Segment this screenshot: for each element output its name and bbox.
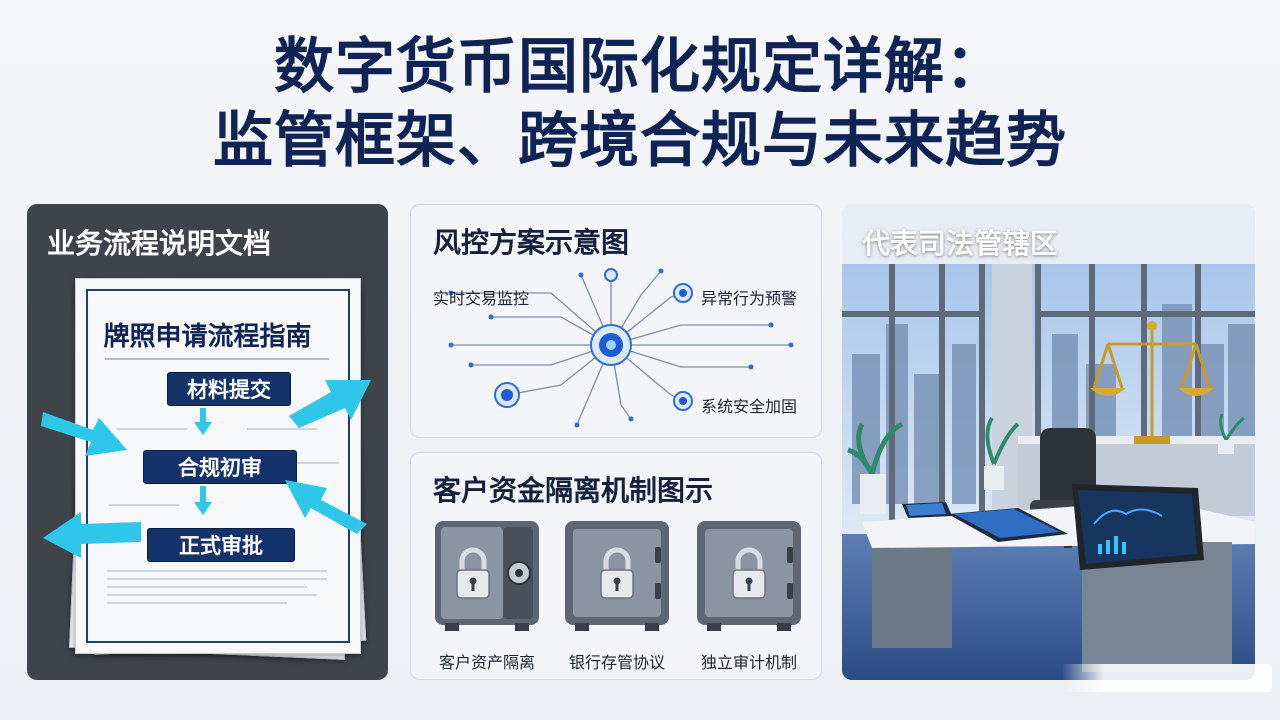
- lock-icon: [732, 547, 766, 599]
- scale-of-justice-icon: [1092, 324, 1212, 440]
- risk-control-panel: 风控方案示意图: [410, 204, 822, 438]
- jurisdiction-panel-title: 代表司法管辖区: [862, 227, 1059, 260]
- tablet-icon: [902, 502, 952, 518]
- arrow-icon: [43, 512, 141, 558]
- safe-icon: [435, 521, 539, 631]
- safe-icon: [697, 521, 801, 631]
- risk-panel-title: 风控方案示意图: [433, 226, 630, 259]
- down-arrow-icon: [194, 502, 212, 515]
- document-title-rule: [105, 358, 329, 360]
- arrow-icon: [289, 380, 371, 428]
- text-line: [107, 586, 307, 588]
- step-formal-approval: 正式审批: [147, 528, 295, 562]
- arrow-icon: [41, 412, 127, 456]
- page-title-line1: 数字货币国际化规定详解：: [274, 32, 1006, 102]
- fund-isolation-panel: 客户资金隔离机制图示: [410, 452, 822, 680]
- arrow-icon: [285, 480, 367, 534]
- text-line: [107, 570, 327, 572]
- lock-icon: [600, 547, 634, 599]
- process-panel-title: 业务流程说明文档: [47, 227, 272, 260]
- circuit-diagram: [448, 268, 794, 428]
- document-title: 牌照申请流程指南: [103, 322, 312, 352]
- process-document-panel: 业务流程说明文档 牌照申请流程指南 材料提交 合规初审 正式审批: [27, 204, 388, 680]
- document-border: [86, 289, 350, 643]
- page-title: 数字货币国际化规定详解： 监管框架、跨境合规与未来趋势: [0, 30, 1280, 178]
- text-line: [107, 578, 327, 580]
- text-line: [109, 504, 179, 506]
- office-scene: [842, 204, 1255, 680]
- jurisdiction-panel: 代表司法管辖区: [842, 204, 1255, 680]
- label-realtime-monitoring: 实时交易监控: [433, 289, 530, 308]
- plant-icon: [847, 421, 904, 514]
- text-line: [297, 462, 339, 464]
- text-line: [107, 594, 317, 596]
- funds-panel-title: 客户资金隔离机制图示: [433, 474, 714, 507]
- text-line: [247, 428, 317, 430]
- step-submit-materials: 材料提交: [167, 372, 291, 406]
- down-arrow-stem: [200, 486, 206, 502]
- paper-sheet-front: [75, 278, 361, 654]
- plant-icon: [1218, 413, 1245, 454]
- down-arrow-icon: [194, 422, 212, 435]
- tablet-icon: [948, 508, 1068, 542]
- safe-icon: [565, 521, 669, 631]
- caption-bank-custody: 银行存管协议: [568, 653, 665, 672]
- down-arrow-stem: [200, 408, 206, 422]
- plant-icon: [984, 416, 1020, 490]
- caption-asset-isolation: 客户资产隔离: [438, 653, 535, 672]
- step-compliance-review: 合规初审: [143, 450, 297, 484]
- lock-icon: [456, 547, 490, 599]
- watermark-area: [1062, 664, 1272, 692]
- label-system-security: 系统安全加固: [701, 397, 798, 416]
- page-title-line2: 监管框架、跨境合规与未来趋势: [213, 106, 1067, 176]
- caption-independent-audit: 独立审计机制: [700, 653, 797, 672]
- text-line: [107, 602, 287, 604]
- label-anomaly-alert: 异常行为预警: [701, 289, 798, 308]
- tablet-icon: [1072, 484, 1204, 570]
- text-line: [117, 428, 187, 430]
